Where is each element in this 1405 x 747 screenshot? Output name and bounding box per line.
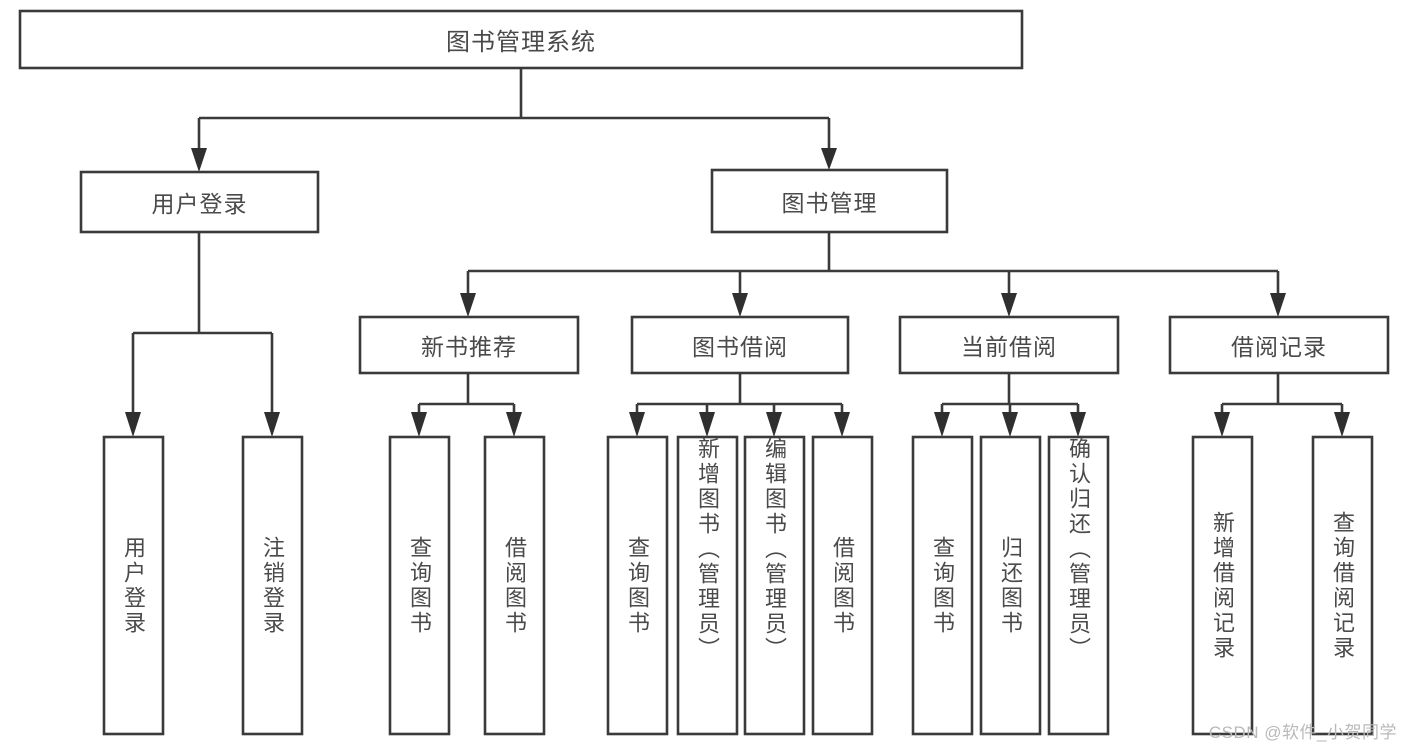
- node-box-leaf-borrow-record-1[interactable]: [1191, 435, 1254, 736]
- node-box-leaf-book-borrow-4[interactable]: [811, 435, 874, 736]
- node-box-leaf-current-borrow-3[interactable]: [1047, 435, 1110, 736]
- connector-group-user-login: [125, 232, 280, 437]
- node-box-leaf-user-login-2[interactable]: [241, 435, 304, 736]
- node-box-leaf-borrow-record-2[interactable]: [1311, 435, 1374, 736]
- arrow-head-borrow-record: [1270, 293, 1286, 317]
- arrow-head-leaf-current-borrow-3: [1070, 412, 1086, 437]
- node-box-root[interactable]: [18, 9, 1024, 70]
- connector-group-borrow-record: [1214, 373, 1350, 437]
- arrow-head-leaf-user-login-1: [125, 412, 141, 437]
- connector-group-book-mgmt: [460, 232, 1286, 317]
- arrow-head-leaf-borrow-record-1: [1214, 412, 1230, 437]
- arrow-head-leaf-book-borrow-3: [766, 412, 782, 437]
- node-box-leaf-current-borrow-2[interactable]: [979, 435, 1042, 736]
- connector-group-new-book: [411, 373, 522, 437]
- arrow-head-leaf-borrow-record-2: [1334, 412, 1350, 437]
- node-box-leaf-user-login-1[interactable]: [102, 435, 165, 736]
- arrow-head-leaf-book-borrow-4: [834, 412, 850, 437]
- arrow-head-leaf-new-book-1: [411, 412, 427, 437]
- node-box-new-book-recommend[interactable]: [358, 315, 580, 375]
- node-box-user-login[interactable]: [79, 170, 320, 234]
- connector-group-current-borrow: [934, 373, 1086, 437]
- arrow-head-leaf-current-borrow-1: [934, 412, 950, 437]
- arrow-head-new-book: [460, 293, 476, 317]
- node-box-borrow-record[interactable]: [1168, 315, 1390, 375]
- node-box-leaf-book-borrow-1[interactable]: [606, 435, 669, 736]
- node-box-leaf-new-book-2[interactable]: [483, 435, 546, 736]
- connector-group-root: [191, 68, 837, 172]
- arrow-head-leaf-book-borrow-2: [699, 412, 715, 437]
- arrow-head-current-borrow: [1001, 293, 1017, 317]
- arrow-head-leaf-book-borrow-1: [629, 412, 645, 437]
- node-box-book-borrow[interactable]: [630, 315, 850, 375]
- arrow-head-leaf-user-login-2: [264, 412, 280, 437]
- arrow-head-book-mgmt: [821, 148, 837, 170]
- watermark-text: CSDN @软件_小贺同学: [1208, 723, 1397, 742]
- arrow-head-leaf-current-borrow-2: [1002, 412, 1018, 437]
- arrow-head-user-login: [191, 148, 207, 172]
- node-box-leaf-book-borrow-2[interactable]: [676, 435, 739, 736]
- connector-group-book-borrow: [629, 373, 850, 437]
- node-box-leaf-current-borrow-1[interactable]: [911, 435, 974, 736]
- arrow-head-leaf-new-book-2: [506, 412, 522, 437]
- node-box-book-mgmt[interactable]: [710, 168, 949, 234]
- arrow-head-book-borrow: [732, 293, 748, 317]
- node-box-leaf-book-borrow-3[interactable]: [743, 435, 806, 736]
- node-box-current-borrow[interactable]: [898, 315, 1120, 375]
- node-box-leaf-new-book-1[interactable]: [388, 435, 451, 736]
